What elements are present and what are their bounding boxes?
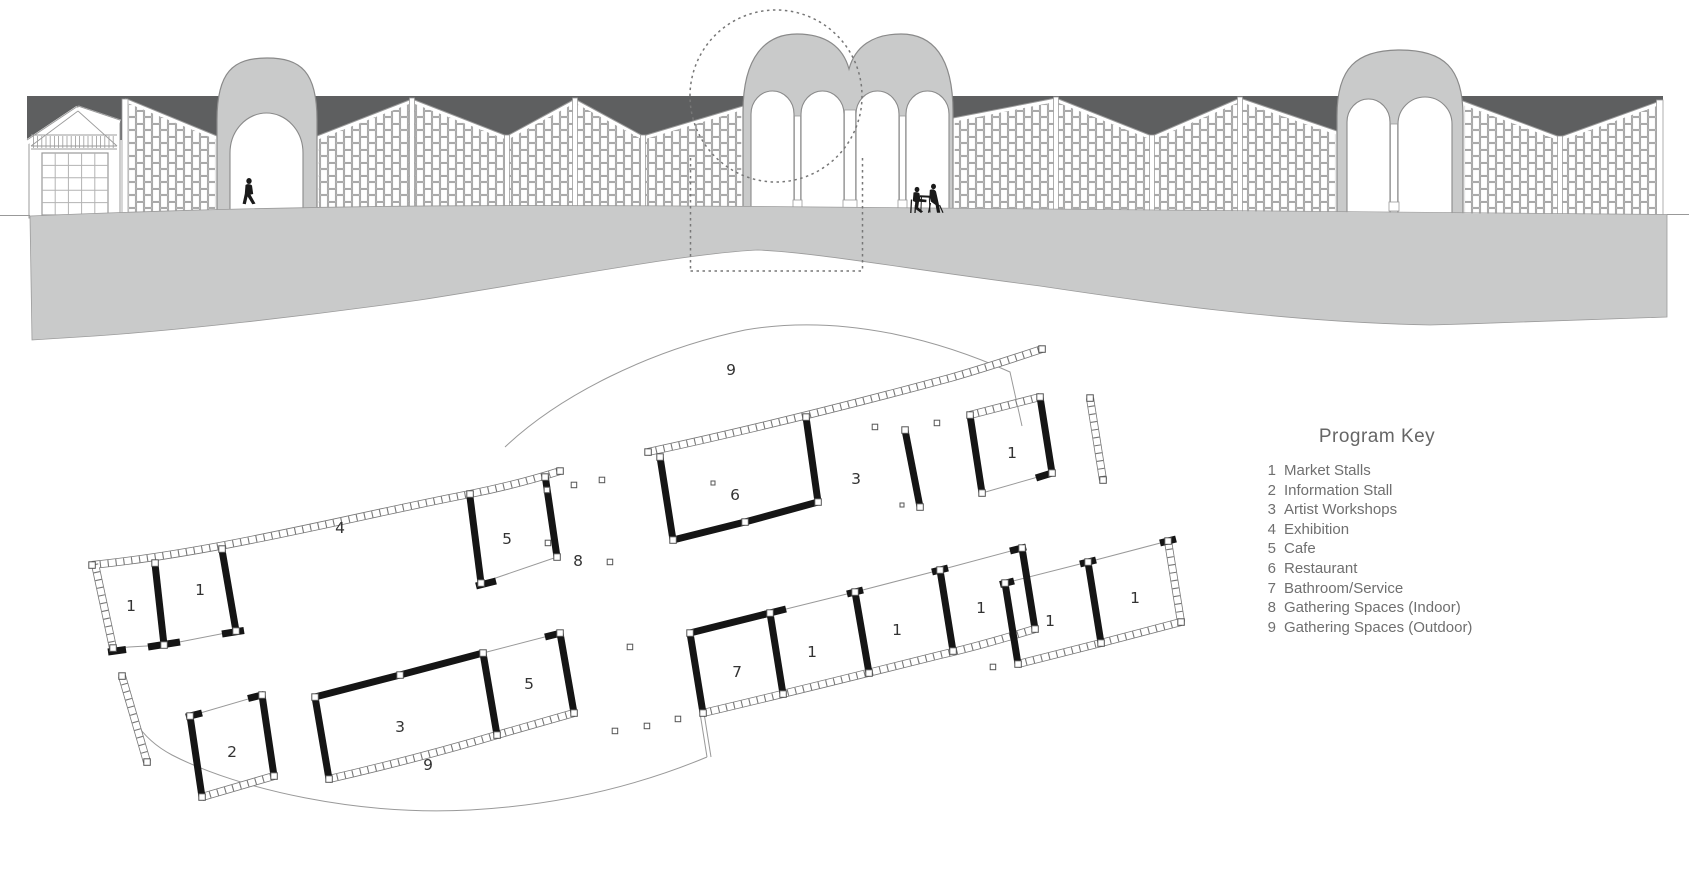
black-walls [151, 396, 1105, 798]
garage-door [41, 152, 109, 216]
legend-item-label: Gathering Spaces (Indoor) [1284, 599, 1461, 617]
program-key-legend: Program Key 1 Market Stalls 2 Information S… [1254, 426, 1500, 637]
room-label-artist-workshops: 3 [395, 718, 405, 736]
legend-item-label: Restaurant [1284, 559, 1358, 577]
legend-item-number: 2 [1267, 481, 1276, 499]
hatched-walls [92, 349, 1181, 797]
ground-mass [29, 205, 1668, 341]
legend-item: 9 Gathering Spaces (Outdoor) [1254, 618, 1500, 638]
arch-opening [750, 90, 795, 219]
legend-item: 5 Cafe [1254, 539, 1500, 559]
room-label-bathroom-service: 7 [732, 663, 742, 681]
end-building [25, 105, 121, 219]
room-label-restaurant: 6 [730, 486, 740, 504]
room-label-cafe: 5 [524, 675, 534, 693]
floor-plan: 1 1 4 5 6 3 1 9 8 7 1 1 1 1 1 2 3 5 9 [88, 324, 1185, 812]
room-label-market-stall: 1 [1007, 444, 1017, 462]
room-label-market-stall: 1 [195, 581, 205, 599]
legend-item: 7 Bathroom/Service [1254, 579, 1500, 599]
room-label-exhibition: 4 [335, 519, 345, 537]
legend-item-number: 9 [1267, 618, 1276, 636]
legend-item-label: Market Stalls [1284, 462, 1371, 479]
legend-item-number: 5 [1267, 540, 1276, 558]
seated-figures-at-table [910, 183, 944, 214]
walking-figure [242, 178, 256, 205]
gable-truss [30, 110, 118, 150]
legend-title: Program Key [1318, 426, 1436, 447]
legend-item-label: Cafe [1284, 540, 1316, 558]
legend-item-number: 7 [1267, 579, 1276, 597]
room-label-market-stall: 1 [976, 599, 986, 617]
legend-rows: 1 Market Stalls 2 Information Stall 3 Artist … [1254, 461, 1500, 637]
legend-item-label: Gathering Spaces (Outdoor) [1284, 618, 1473, 636]
room-label-market-stall: 1 [1130, 589, 1140, 607]
arch-opening [905, 90, 950, 219]
legend-item: 6 Restaurant [1254, 559, 1500, 579]
column-dots [543, 419, 997, 735]
legend-item: 3 Artist Workshops [1254, 500, 1500, 520]
room-label-market-stall: 1 [807, 643, 817, 661]
detail-callout-dashed [689, 9, 864, 272]
site-boundary [121, 324, 1023, 812]
arch-opening [1397, 96, 1453, 219]
legend-item-number: 1 [1267, 462, 1276, 479]
room-label-market-stall: 1 [126, 597, 136, 615]
arch-openings [229, 90, 1453, 219]
legend-item-label: Information Stall [1284, 481, 1393, 499]
room-labels: 1 1 4 5 6 3 1 9 8 7 1 1 1 1 1 2 3 5 9 [126, 361, 1140, 774]
legend-item-label: Exhibition [1284, 520, 1350, 538]
wall-nodes [88, 345, 1185, 801]
gable-bay [951, 97, 1058, 220]
wall-stubs [107, 469, 1177, 721]
room-label-gathering-outdoor: 9 [726, 361, 736, 379]
arch-opening [229, 112, 304, 219]
room-label-market-stall: 1 [892, 621, 902, 639]
legend-item: 1 Market Stalls [1254, 461, 1500, 481]
legend-item: 2 Information Stall [1254, 481, 1500, 501]
legend-item: 4 Exhibition [1254, 520, 1500, 540]
room-label-market-stall: 1 [1045, 612, 1055, 630]
elevation-drawing [0, 9, 1689, 341]
legend-item-number: 6 [1267, 559, 1276, 577]
legend-item-label: Artist Workshops [1284, 501, 1398, 519]
legend-item-number: 8 [1267, 599, 1276, 617]
people [242, 178, 944, 214]
legend-item-number: 3 [1267, 501, 1276, 519]
room-label-gathering-outdoor: 9 [423, 756, 433, 774]
room-label-artist-workshops: 3 [851, 470, 861, 488]
legend-item-label: Bathroom/Service [1284, 579, 1404, 597]
arch-opening [800, 90, 845, 219]
room-label-gathering-indoor: 8 [573, 552, 583, 570]
arch-opening [855, 90, 900, 219]
legend-item: 8 Gathering Spaces (Indoor) [1254, 598, 1500, 618]
room-label-information-stall: 2 [227, 743, 237, 761]
room-label-cafe: 5 [502, 530, 512, 548]
legend-item-number: 4 [1267, 520, 1276, 538]
arch-opening [1346, 98, 1391, 219]
